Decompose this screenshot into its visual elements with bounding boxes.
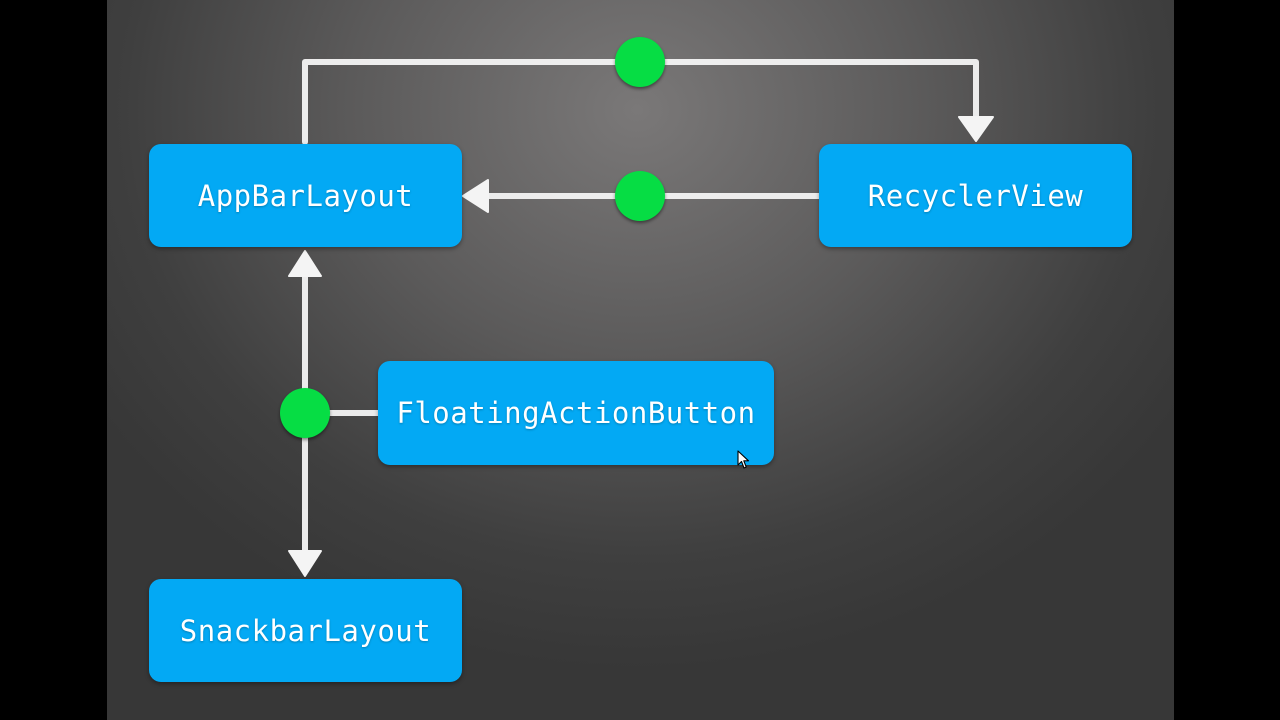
mouse-pointer-icon — [737, 450, 750, 469]
node-recyclerview: RecyclerView — [819, 144, 1132, 247]
node-label: AppBarLayout — [197, 178, 414, 213]
node-label: SnackbarLayout — [179, 613, 432, 648]
node-floatingactionbutton: FloatingActionButton — [378, 361, 774, 465]
edge-marker-dot — [615, 37, 665, 87]
diagram-slide: AppBarLayout RecyclerView FloatingAction… — [107, 0, 1174, 720]
arrowhead-down-snackbar — [288, 550, 322, 577]
edge-marker-dot — [280, 388, 330, 438]
arrowhead-down-recycler — [958, 116, 994, 142]
arrowhead-up-appbar — [288, 250, 322, 277]
arrowhead-left-appbar — [462, 179, 489, 213]
edge-marker-dot — [615, 171, 665, 221]
node-label: RecyclerView — [867, 178, 1084, 213]
node-appbarlayout: AppBarLayout — [149, 144, 462, 247]
node-snackbarlayout: SnackbarLayout — [149, 579, 462, 682]
node-label: FloatingActionButton — [396, 396, 756, 430]
